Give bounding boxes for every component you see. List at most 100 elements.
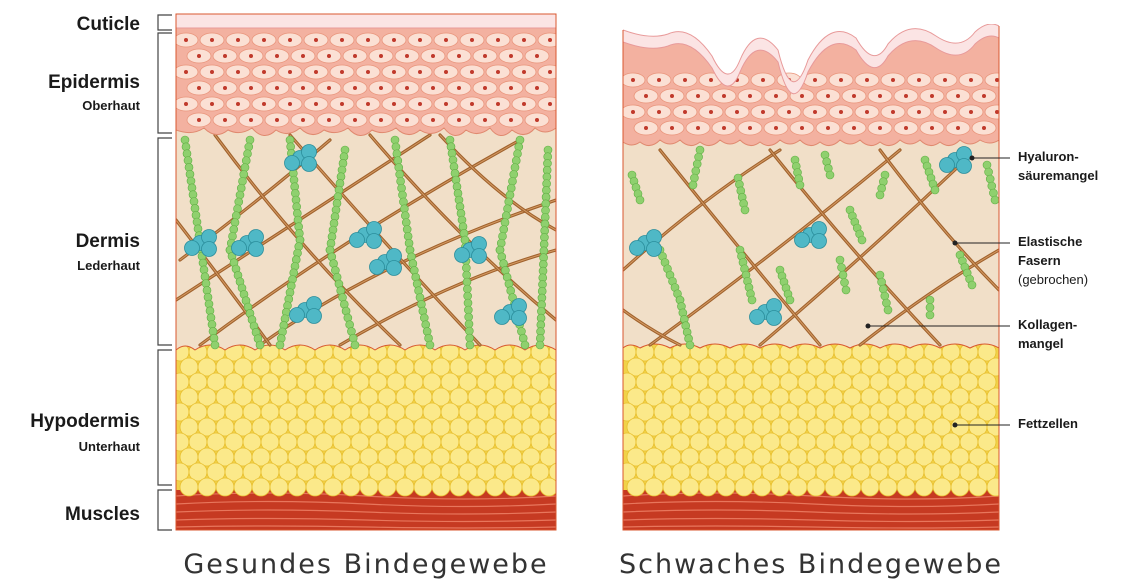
hyaluron-molecule <box>350 233 365 248</box>
elastin-bead <box>693 160 701 168</box>
fat-cells <box>171 343 567 496</box>
layer-brackets <box>158 15 172 530</box>
elastin-bead <box>786 296 794 304</box>
fat-cell <box>699 478 717 496</box>
fat-cell <box>789 478 807 496</box>
cell-nucleus <box>236 70 240 74</box>
cell-nucleus <box>722 94 726 98</box>
cell-nucleus <box>314 102 318 106</box>
cell-nucleus <box>709 78 713 82</box>
elastin-bead <box>878 278 886 286</box>
cell-nucleus <box>943 110 947 114</box>
elastin-bead <box>926 304 934 312</box>
elastin-bead <box>689 181 697 189</box>
cell-nucleus <box>631 110 635 114</box>
label-dermis-sub: Lederhaut <box>77 258 141 273</box>
cell-nucleus <box>535 54 539 58</box>
elastin-bead <box>256 341 264 349</box>
cell-nucleus <box>509 118 513 122</box>
elastin-bead <box>636 196 644 204</box>
hyaluron-molecule <box>370 260 385 275</box>
cell-nucleus <box>353 54 357 58</box>
caption-healthy: Gesundes Bindegewebe <box>183 549 548 580</box>
bracket-cuticle <box>158 15 172 30</box>
hyaluron-molecule <box>795 233 810 248</box>
cell-nucleus <box>301 54 305 58</box>
cell-nucleus <box>327 54 331 58</box>
fat-cell <box>879 478 897 496</box>
hyaluron-molecule <box>472 249 487 264</box>
hyaluron-molecule <box>285 156 300 171</box>
fat-cell <box>450 478 468 496</box>
cell-nucleus <box>956 94 960 98</box>
hyaluron-molecule <box>940 158 955 173</box>
hyaluron-molecule <box>455 248 470 263</box>
hyaluron-molecule <box>202 242 217 257</box>
label-cuticle: Cuticle <box>77 14 140 35</box>
cell-nucleus <box>917 78 921 82</box>
fat-cell <box>216 478 234 496</box>
hyaluron-molecule <box>307 309 322 324</box>
cell-nucleus <box>509 86 513 90</box>
elastin-bead <box>986 175 994 183</box>
cell-nucleus <box>496 70 500 74</box>
fat-cell <box>933 478 951 496</box>
fat-cell <box>378 478 396 496</box>
cell-nucleus <box>405 54 409 58</box>
cell-nucleus <box>696 126 700 130</box>
cell-nucleus <box>735 110 739 114</box>
cell-nucleus <box>800 126 804 130</box>
cell-nucleus <box>288 70 292 74</box>
cell-nucleus <box>392 70 396 74</box>
hyaluron-molecule <box>290 308 305 323</box>
cell-nucleus <box>943 78 947 82</box>
elastin-bead <box>686 341 694 349</box>
cell-nucleus <box>353 86 357 90</box>
cell-nucleus <box>236 38 240 42</box>
elastin-bead <box>858 236 866 244</box>
cell-nucleus <box>223 86 227 90</box>
cell-nucleus <box>904 126 908 130</box>
hyaluron-molecule <box>750 310 765 325</box>
cell-nucleus <box>761 110 765 114</box>
cell-nucleus <box>522 38 526 42</box>
elastin-bead <box>881 292 889 300</box>
fat-cell <box>540 478 558 496</box>
cell-nucleus <box>483 54 487 58</box>
annotation-collagen-line1: Kollagen- <box>1018 317 1077 332</box>
cell-nucleus <box>982 126 986 130</box>
elastin-bead <box>521 341 529 349</box>
hyaluron-molecule <box>812 234 827 249</box>
cell-nucleus <box>405 118 409 122</box>
cell-nucleus <box>748 94 752 98</box>
cell-nucleus <box>197 54 201 58</box>
fat-cell <box>987 478 1005 496</box>
bracket-muscles <box>158 490 172 530</box>
cell-nucleus <box>470 38 474 42</box>
cell-nucleus <box>878 94 882 98</box>
fat-cell <box>681 478 699 496</box>
bracket-dermis <box>158 138 172 345</box>
label-dermis: Dermis <box>76 231 140 252</box>
cell-nucleus <box>483 86 487 90</box>
cell-nucleus <box>865 78 869 82</box>
cell-nucleus <box>891 110 895 114</box>
cell-nucleus <box>249 118 253 122</box>
cell-nucleus <box>670 126 674 130</box>
cell-nucleus <box>683 110 687 114</box>
elastin-bead <box>989 189 997 197</box>
fat-cell <box>735 478 753 496</box>
cell-nucleus <box>535 86 539 90</box>
cell-nucleus <box>826 126 830 130</box>
layer-labels: Cuticle Epidermis Oberhaut Dermis Lederh… <box>30 14 140 525</box>
cell-nucleus <box>813 78 817 82</box>
fat-cell <box>234 478 252 496</box>
cell-nucleus <box>366 38 370 42</box>
cell-nucleus <box>249 86 253 90</box>
cell-nucleus <box>657 110 661 114</box>
elastin-bead <box>931 186 939 194</box>
elastin-bead <box>926 311 934 319</box>
cell-nucleus <box>548 70 552 74</box>
cell-nucleus <box>288 102 292 106</box>
fat-cell <box>717 478 735 496</box>
